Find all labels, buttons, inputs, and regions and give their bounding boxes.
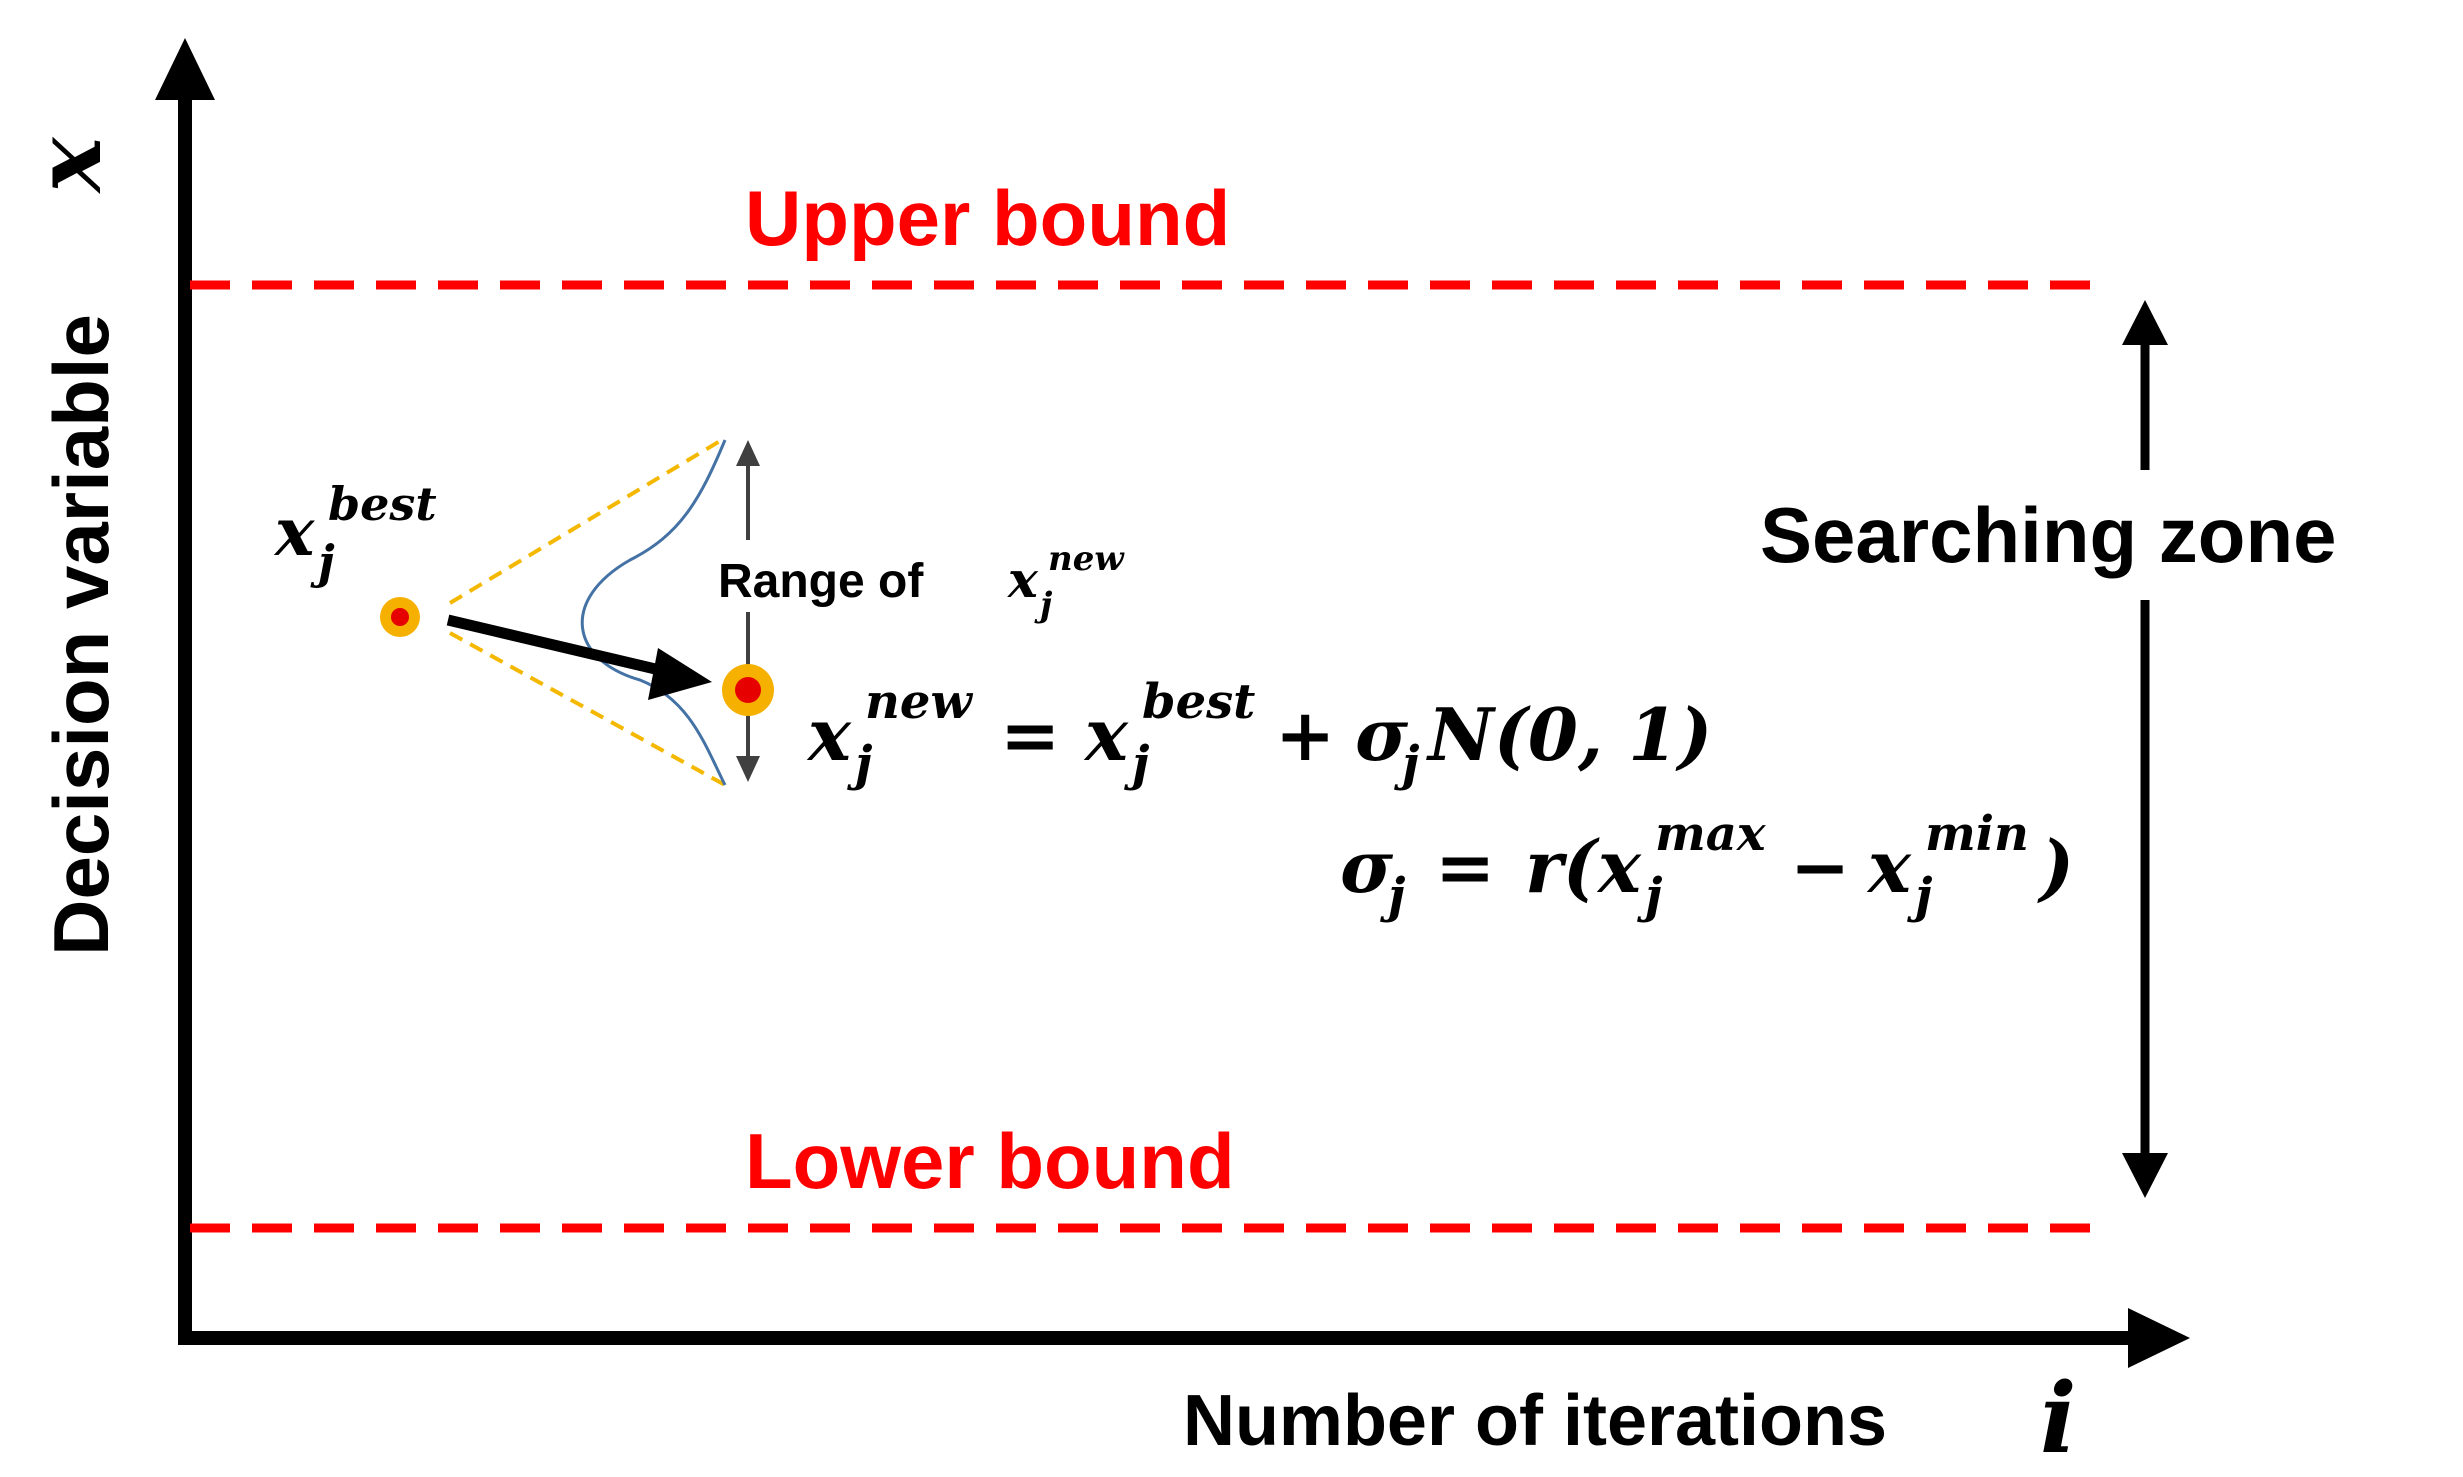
gaussian-curve bbox=[580, 439, 727, 786]
svg-text:x: x bbox=[1866, 824, 1912, 909]
svg-text:best: best bbox=[1142, 674, 1255, 730]
svg-text:N(0, 1): N(0, 1) bbox=[1426, 692, 1712, 777]
svg-text:r(: r( bbox=[1525, 824, 1600, 909]
new-point-dot bbox=[735, 677, 761, 703]
searching-zone-arrow bbox=[2122, 300, 2168, 1198]
svg-text:min: min bbox=[1925, 806, 2029, 862]
svg-text:x: x bbox=[1083, 692, 1129, 777]
svg-text:=: = bbox=[1435, 824, 1495, 909]
svg-text:x: x bbox=[1007, 550, 1039, 609]
svg-text:σ: σ bbox=[1340, 824, 1394, 909]
lower-bound-label: Lower bound bbox=[745, 1117, 1235, 1205]
svg-text:+: + bbox=[1275, 692, 1335, 777]
y-axis-label: Decision variable bbox=[37, 314, 125, 956]
range-label: Range of x j new bbox=[718, 539, 1125, 625]
cone-upper-edge bbox=[448, 436, 727, 605]
svg-text:−: − bbox=[1790, 824, 1850, 909]
move-arrow-head bbox=[648, 648, 712, 700]
move-arrow-line bbox=[446, 614, 670, 678]
y-axis-symbol: x bbox=[14, 136, 122, 194]
x-axis-symbol: i bbox=[2040, 1362, 2076, 1475]
x-axis-arrowhead bbox=[2128, 1308, 2190, 1368]
svg-text:x: x bbox=[806, 692, 852, 777]
upper-bound-label: Upper bound bbox=[745, 174, 1230, 262]
y-axis-arrowhead bbox=[155, 38, 215, 100]
svg-text:max: max bbox=[1655, 806, 1767, 862]
svg-text:new: new bbox=[865, 674, 973, 730]
best-point-label: x j best bbox=[273, 477, 437, 589]
update-formula: x j new = x j best + σ j N(0, 1) bbox=[806, 674, 1712, 792]
svg-text:x: x bbox=[273, 493, 315, 571]
best-point-dot bbox=[391, 608, 409, 626]
sigma-formula: σ j = r( x j max − x j min ) bbox=[1340, 806, 2074, 924]
x-axis-label: Number of iterations bbox=[1183, 1381, 1887, 1461]
svg-text:Range of: Range of bbox=[718, 555, 924, 608]
svg-text:best: best bbox=[328, 477, 437, 531]
svg-text:=: = bbox=[1000, 692, 1060, 777]
svg-text:σ: σ bbox=[1355, 692, 1409, 777]
searching-zone-label: Searching zone bbox=[1760, 491, 2336, 579]
svg-text:x: x bbox=[1596, 824, 1642, 909]
axes bbox=[155, 38, 2190, 1368]
svg-text:): ) bbox=[2037, 824, 2074, 909]
range-arrow bbox=[736, 440, 760, 782]
svg-text:new: new bbox=[1048, 539, 1125, 579]
cone-lower-edge bbox=[449, 631, 726, 787]
